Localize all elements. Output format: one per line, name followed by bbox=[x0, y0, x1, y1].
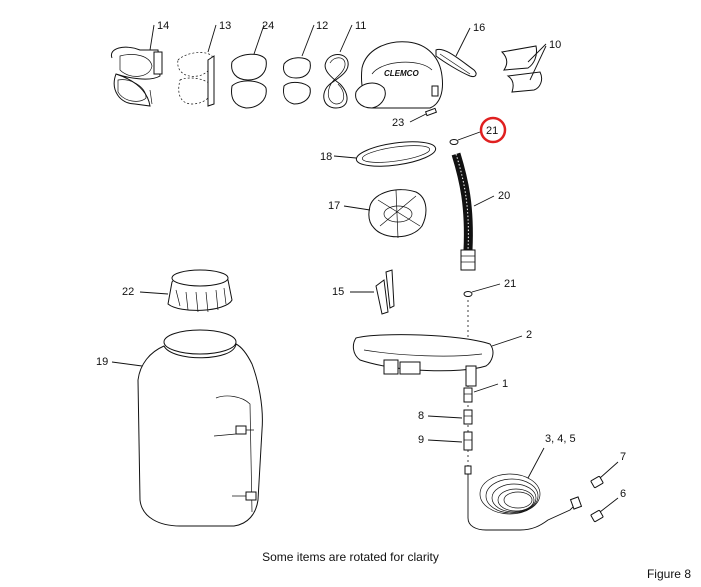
leader-21-top bbox=[457, 131, 481, 141]
leader-11 bbox=[339, 24, 353, 53]
leader-20 bbox=[473, 195, 495, 207]
callout-18: 18 bbox=[320, 151, 332, 163]
part-20-hose bbox=[451, 152, 476, 271]
leader-7 bbox=[599, 461, 619, 479]
callout-10: 10 bbox=[549, 39, 561, 51]
leader-6 bbox=[599, 497, 619, 513]
callout-24: 24 bbox=[262, 20, 274, 32]
part-21-o-ring-top bbox=[449, 139, 459, 145]
leader-18 bbox=[333, 155, 357, 159]
helmet-logo: CLEMCO bbox=[384, 69, 419, 78]
highlight-circle bbox=[479, 116, 507, 144]
leader-10a bbox=[527, 43, 547, 63]
callout-15: 15 bbox=[332, 286, 344, 298]
figure-label: Figure 8 bbox=[646, 567, 691, 581]
part-18-headband bbox=[355, 141, 437, 167]
part-14-lens-frame bbox=[110, 46, 163, 107]
callout-14: 14 bbox=[157, 20, 169, 32]
leader-14 bbox=[149, 24, 155, 51]
callout-3-4-5: 3, 4, 5 bbox=[545, 433, 576, 445]
leader-9 bbox=[427, 439, 463, 443]
callout-7: 7 bbox=[620, 451, 626, 463]
part-22-collar bbox=[167, 269, 233, 313]
part-11-gasket bbox=[323, 54, 349, 109]
leader-16 bbox=[455, 27, 471, 57]
leader-22 bbox=[139, 291, 169, 295]
part-8-fitting bbox=[463, 409, 473, 425]
part-19-cape bbox=[137, 329, 263, 527]
leader-2 bbox=[491, 335, 523, 347]
leader-23 bbox=[409, 113, 427, 123]
part-13-lens bbox=[177, 52, 215, 107]
part-9-fitting bbox=[463, 431, 473, 451]
leader-3-4-5 bbox=[527, 447, 545, 479]
leader-21-lower bbox=[471, 283, 501, 293]
leader-13 bbox=[207, 24, 217, 53]
leader-24 bbox=[253, 24, 265, 55]
part-15-clip bbox=[375, 269, 395, 315]
callout-17: 17 bbox=[328, 200, 340, 212]
callout-23: 23 bbox=[392, 117, 404, 129]
callout-6: 6 bbox=[620, 488, 626, 500]
callout-13: 13 bbox=[219, 20, 231, 32]
part-2-belt bbox=[352, 334, 494, 387]
callout-9: 9 bbox=[418, 434, 424, 446]
callout-21-lower: 21 bbox=[504, 278, 516, 290]
diagram-caption: Some items are rotated for clarity bbox=[262, 550, 439, 564]
callout-1: 1 bbox=[502, 378, 508, 390]
callout-19: 19 bbox=[96, 356, 108, 368]
part-17-suspension bbox=[368, 189, 427, 239]
callout-21-top: 21 bbox=[486, 125, 498, 137]
leader-10b bbox=[529, 45, 547, 81]
callout-12: 12 bbox=[316, 20, 328, 32]
leader-17 bbox=[343, 205, 371, 211]
callout-20: 20 bbox=[498, 190, 510, 202]
callout-11: 11 bbox=[355, 20, 366, 32]
callout-2: 2 bbox=[526, 329, 532, 341]
leader-1 bbox=[473, 383, 499, 393]
leader-19 bbox=[111, 361, 143, 367]
part-3-4-5-coiled-hose bbox=[464, 465, 583, 531]
part-23-pin bbox=[424, 107, 438, 117]
part-24-lens bbox=[231, 53, 267, 109]
part-7-fitting bbox=[590, 475, 604, 489]
leader-8 bbox=[427, 415, 463, 419]
leader-12 bbox=[301, 24, 315, 57]
callout-8: 8 bbox=[418, 410, 424, 422]
callout-22: 22 bbox=[122, 286, 134, 298]
part-10-lens-covers bbox=[500, 45, 543, 93]
callout-16: 16 bbox=[473, 22, 485, 34]
part-6-fitting bbox=[590, 509, 604, 523]
part-16-strap bbox=[435, 48, 477, 77]
part-12-lens bbox=[283, 57, 311, 105]
helmet: CLEMCO bbox=[355, 41, 443, 109]
part-21-o-ring-lower bbox=[463, 291, 473, 297]
part-1-coupling bbox=[463, 387, 473, 403]
